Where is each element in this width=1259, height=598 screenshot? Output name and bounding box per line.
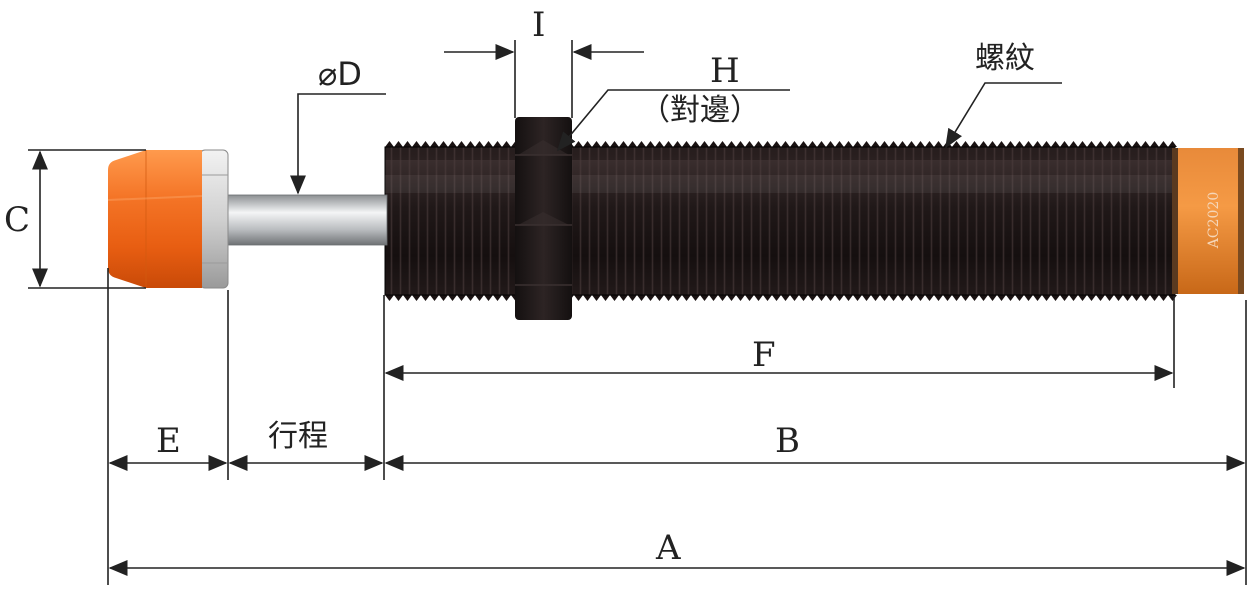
label-stroke: 行程 [268, 419, 328, 454]
label-b: B [775, 421, 800, 461]
label-h: H [710, 51, 740, 91]
label-a: A [656, 528, 681, 568]
hex-nut [515, 117, 572, 320]
label-thread: 螺紋 [975, 41, 1035, 76]
label-c: C [4, 200, 31, 240]
label-f: F [752, 335, 776, 375]
threaded-body [384, 141, 1177, 301]
metal-ring [199, 149, 229, 289]
label-e: E [156, 421, 181, 461]
model-text: AC2020 [1206, 192, 1222, 249]
piston-rod [224, 194, 388, 246]
rear-end-cap: AC2020 [1172, 148, 1244, 294]
dimension-lines [28, 40, 1247, 585]
label-h-across-flats: （對邊） [640, 93, 760, 128]
orange-impact-cap [107, 150, 203, 288]
label-i: I [532, 5, 546, 45]
label-diameter-d: ⌀D [318, 55, 362, 93]
